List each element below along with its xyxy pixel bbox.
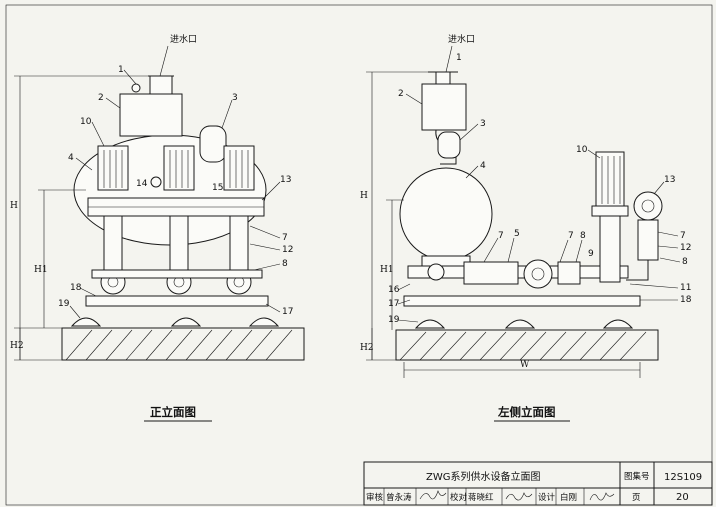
side-callout-10: 10: [576, 145, 588, 155]
front-callout-12: 12: [282, 245, 293, 255]
front-gauge: [150, 176, 162, 188]
front-dim-h1-label: H1: [34, 265, 48, 275]
front-base-frame: [85, 295, 269, 307]
front-callout-7: 7: [282, 233, 288, 243]
front-control-box: [119, 93, 183, 137]
check-label: 校对: [450, 492, 468, 503]
front-callout-2: 2: [98, 93, 104, 103]
side-pump-column: [599, 215, 621, 283]
side-dim-h-label: H: [360, 191, 368, 201]
side-callout-8a: 8: [580, 231, 586, 241]
side-dim-h2-label: H2: [360, 343, 374, 353]
title-block: ZWG系列供水设备立面图 图集号 12S109 审核 曾永涛 校对 蒋晓红 设计…: [363, 461, 713, 506]
side-callout-12: 12: [680, 243, 691, 253]
side-foundation: [395, 329, 659, 361]
front-pump-1: [103, 215, 123, 277]
front-hatch: [65, 329, 293, 361]
side-inlet-label: 进水口: [448, 33, 475, 45]
front-dim-h2-label: H2: [10, 341, 24, 351]
side-base-frame: [403, 295, 641, 307]
reviewer-name: 曾永涛: [386, 492, 412, 503]
front-callout-1: 1: [118, 65, 124, 75]
side-valve: [523, 259, 553, 289]
side-foot-left: [414, 319, 446, 329]
front-elevation: 进水口 H H1 H2 1 2 3 4 10 13 14 15 7 12 8 1…: [10, 33, 305, 422]
side-callout-16: 16: [388, 285, 400, 295]
review-label: 审核: [366, 492, 384, 503]
side-foot-mid: [504, 319, 536, 329]
page-label: 页: [632, 493, 641, 503]
front-foundation: [61, 327, 305, 361]
front-foot-right: [248, 317, 280, 327]
design-label: 设计: [538, 492, 556, 503]
side-callout-7c: 7: [680, 231, 686, 241]
side-callout-8b: 8: [682, 257, 688, 267]
side-callout-13: 13: [664, 175, 675, 185]
front-motor-3: [223, 145, 255, 191]
side-callout-1: 1: [456, 53, 462, 63]
side-callout-17: 17: [388, 299, 399, 309]
side-dim-h1-label: H1: [380, 265, 394, 275]
reviewer-signature: [419, 490, 447, 500]
front-foot-mid: [170, 317, 202, 327]
side-pump-5: [463, 261, 519, 285]
designer-signature: [589, 492, 615, 501]
side-control-box: [421, 83, 467, 131]
front-callout-10: 10: [80, 117, 92, 127]
side-view-title: 左侧立面图: [497, 405, 556, 419]
front-foot-left: [70, 317, 102, 327]
side-callout-18: 18: [680, 295, 692, 305]
front-callout-3: 3: [232, 93, 238, 103]
title-block-title: ZWG系列供水设备立面图: [426, 470, 541, 483]
front-callout-18: 18: [70, 283, 82, 293]
front-callout-8: 8: [282, 259, 288, 269]
front-small-tank: [199, 125, 227, 163]
front-motor-1: [97, 145, 129, 191]
atlas-number: 12S109: [664, 472, 702, 483]
side-elevation: 进水口 H H1 H2 W 1 2 3 4 10 7 5 7 8 9 13: [360, 33, 692, 422]
front-dim-h-label: H: [10, 201, 18, 211]
front-callout-15: 15: [212, 183, 223, 193]
front-inlet-label: 进水口: [170, 33, 197, 45]
front-view-title: 正立面图: [150, 405, 196, 419]
front-valve-1: [131, 83, 141, 93]
side-callout-11: 11: [680, 283, 691, 293]
front-motor-2: [163, 145, 195, 191]
front-callout-4: 4: [68, 153, 74, 163]
front-inlet-pipe: [149, 75, 173, 95]
front-callout-19: 19: [58, 299, 70, 309]
checker-signature: [505, 492, 533, 501]
side-callout-7a: 7: [498, 231, 504, 241]
side-dim-w-label: W: [520, 360, 530, 370]
side-callout-7b: 7: [568, 231, 574, 241]
checker-name: 蒋晓红: [468, 492, 494, 503]
side-foot-right: [602, 319, 634, 329]
designer-name: 白刚: [560, 492, 577, 503]
sheet-border: [5, 4, 713, 506]
front-pump-3: [229, 215, 249, 277]
front-callout-13: 13: [280, 175, 291, 185]
side-hatch: [399, 331, 647, 361]
side-callout-4: 4: [480, 161, 486, 171]
side-flange-13: [633, 191, 663, 221]
side-pressure-tank: [399, 167, 493, 261]
front-callout-17: 17: [282, 307, 293, 317]
side-callout-9: 9: [588, 249, 594, 259]
side-motor-10: [595, 151, 625, 207]
side-inlet-pipe: [435, 71, 451, 85]
atlas-label: 图集号: [624, 471, 650, 482]
side-callout-19: 19: [388, 315, 400, 325]
front-pump-2: [169, 215, 189, 277]
front-callout-14: 14: [136, 179, 148, 189]
side-callout-3: 3: [480, 119, 486, 129]
front-suction-pipe: [91, 269, 263, 279]
side-callout-5: 5: [514, 229, 520, 239]
side-small-tank: [437, 131, 461, 159]
page-number: 20: [676, 492, 689, 503]
side-callout-2: 2: [398, 89, 404, 99]
